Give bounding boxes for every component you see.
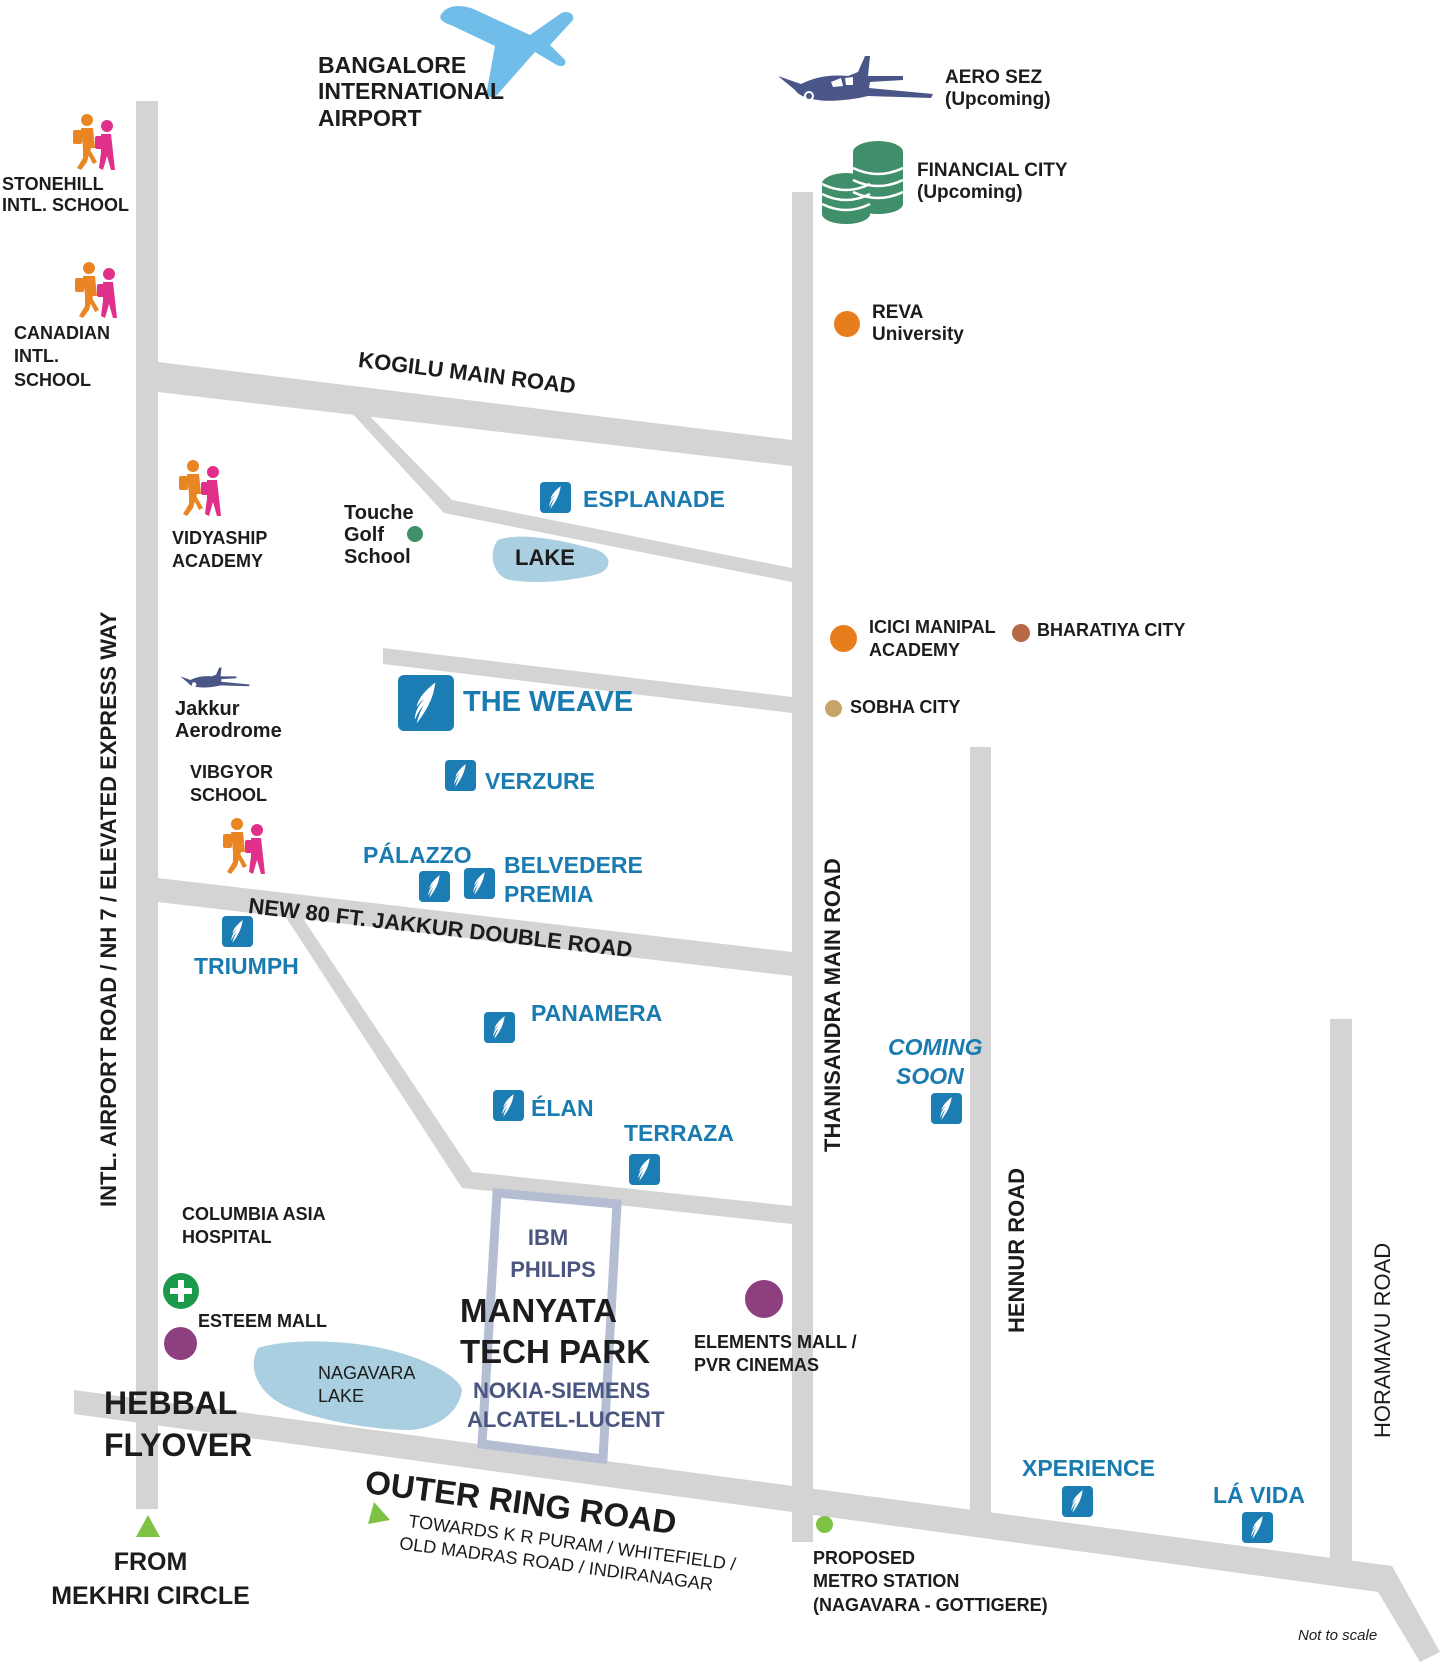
vidyaship-label: VIDYASHIP ACADEMY	[172, 528, 268, 571]
airport-label: BANGALORE INTERNATIONAL AIRPORT	[318, 52, 505, 131]
sobha-marker	[825, 700, 842, 717]
project-logo-weave[interactable]	[398, 675, 454, 731]
icici-marker	[830, 625, 857, 652]
project-verzure[interactable]: VERZURE	[485, 768, 595, 794]
bharatiya-label: BHARATIYA CITY	[1037, 620, 1186, 640]
manyata-tenants-top: IBM PHILIPS	[510, 1225, 596, 1282]
metro-station-label: PROPOSED METRO STATION (NAGAVARA - GOTTI…	[813, 1548, 1048, 1615]
aero-sez-label: AERO SEZ (Upcoming)	[945, 67, 1051, 110]
canadian-label: CANADIAN INTL. SCHOOL	[14, 323, 110, 390]
metro-station-marker	[816, 1516, 833, 1533]
road-airport	[136, 101, 158, 1509]
road-hennur	[970, 747, 991, 1517]
road-kogilu	[158, 362, 792, 466]
thanisandra-road-label: THANISANDRA MAIN ROAD	[820, 858, 845, 1152]
project-panamera[interactable]: PANAMERA	[531, 1000, 663, 1026]
project-la-vida[interactable]: LÁ VIDA	[1213, 1482, 1305, 1508]
project-coming-soon[interactable]: COMING SOON	[888, 1034, 983, 1089]
reva-marker	[834, 311, 860, 337]
project-logo-elan[interactable]	[493, 1090, 524, 1121]
manyata-tenants-bottom: NOKIA-SIEMENS ALCATEL-LUCENT	[467, 1378, 665, 1432]
financial-city-label: FINANCIAL CITY (Upcoming)	[917, 160, 1068, 203]
project-esplanade[interactable]: ESPLANADE	[583, 486, 725, 512]
project-triumph[interactable]: TRIUMPH	[194, 953, 299, 979]
columbia-asia-label: COLUMBIA ASIA HOSPITAL	[182, 1204, 326, 1247]
esteem-mall-marker	[164, 1327, 197, 1360]
airplane-icon	[440, 6, 574, 98]
project-belvedere-premia[interactable]: BELVEDERE PREMIA	[504, 852, 643, 907]
small-plane-icon	[778, 56, 933, 101]
coins-icon	[821, 141, 904, 224]
reva-label: REVA University	[872, 302, 964, 345]
jakkur-aerodrome-label: Jakkur Aerodrome	[175, 698, 282, 742]
hebbal-flyover-label: HEBBAL FLYOVER	[104, 1385, 253, 1463]
elements-mall-marker	[745, 1280, 783, 1318]
bharatiya-marker	[1012, 624, 1030, 642]
road-weave-lane	[383, 648, 792, 713]
road-thanisandra	[792, 192, 813, 1542]
road-jakkur	[158, 878, 792, 976]
project-logo-la-vida[interactable]	[1242, 1512, 1273, 1543]
project-xperience[interactable]: XPERIENCE	[1022, 1455, 1155, 1481]
project-logo-palazzo[interactable]	[419, 871, 450, 902]
hospital-icon	[163, 1273, 199, 1309]
lake-label: LAKE	[515, 545, 575, 570]
project-logo-belvedere[interactable]	[464, 868, 495, 899]
school-icon	[174, 460, 226, 520]
golf-marker	[407, 526, 423, 542]
project-logo-verzure[interactable]	[445, 760, 476, 791]
airport-road-label: INTL. AIRPORT ROAD / NH 7 / ELEVATED EXP…	[96, 611, 121, 1207]
hennur-road-label: HENNUR ROAD	[1004, 1168, 1029, 1333]
esteem-mall-label: ESTEEM MALL	[198, 1311, 327, 1331]
project-palazzo[interactable]: PÁLAZZO	[363, 842, 472, 868]
school-icon	[218, 818, 270, 878]
road-outer-ring	[74, 1390, 1440, 1662]
school-icon	[70, 262, 122, 322]
nagavara-lake-label: NAGAVARA LAKE	[318, 1363, 416, 1407]
project-elan[interactable]: ÉLAN	[531, 1095, 594, 1121]
direction-arrow-icon	[368, 1502, 390, 1524]
project-logo-esplanade[interactable]	[540, 482, 571, 513]
elements-mall-label: ELEMENTS MALL / PVR CINEMAS	[694, 1332, 857, 1375]
project-logo-terraza[interactable]	[629, 1154, 660, 1185]
road-kogilu-branch	[338, 398, 792, 582]
manyata-boundary	[477, 1188, 622, 1465]
project-logo-panamera[interactable]	[484, 1012, 515, 1043]
school-icon	[68, 114, 120, 174]
project-logo-triumph[interactable]	[222, 916, 253, 947]
manyata-tech-park-title: MANYATA TECH PARK	[460, 1292, 651, 1371]
project-logo-coming-soon[interactable]	[931, 1093, 962, 1124]
horamavu-road-label: HORAMAVU ROAD	[1370, 1242, 1395, 1438]
sobha-label: SOBHA CITY	[850, 697, 961, 717]
project-the-weave[interactable]: THE WEAVE	[463, 686, 634, 718]
lake-small	[492, 536, 609, 583]
vibgyor-label: VIBGYOR SCHOOL	[190, 762, 274, 805]
road-horamavu	[1330, 1019, 1352, 1574]
mekhri-circle-label: FROM MEKHRI CIRCLE	[51, 1548, 250, 1610]
project-logo-xperience[interactable]	[1062, 1486, 1093, 1517]
icici-label: ICICI MANIPAL ACADEMY	[869, 617, 996, 660]
lake-nagavara	[253, 1341, 462, 1430]
direction-arrow-icon	[136, 1515, 160, 1537]
not-to-scale-note: Not to scale	[1298, 1627, 1378, 1644]
project-terraza[interactable]: TERRAZA	[624, 1120, 734, 1146]
touche-golf-label: Touche Golf School	[344, 502, 414, 568]
small-plane-icon	[180, 667, 250, 688]
stonehill-label: STONEHILL INTL. SCHOOL	[2, 174, 129, 215]
